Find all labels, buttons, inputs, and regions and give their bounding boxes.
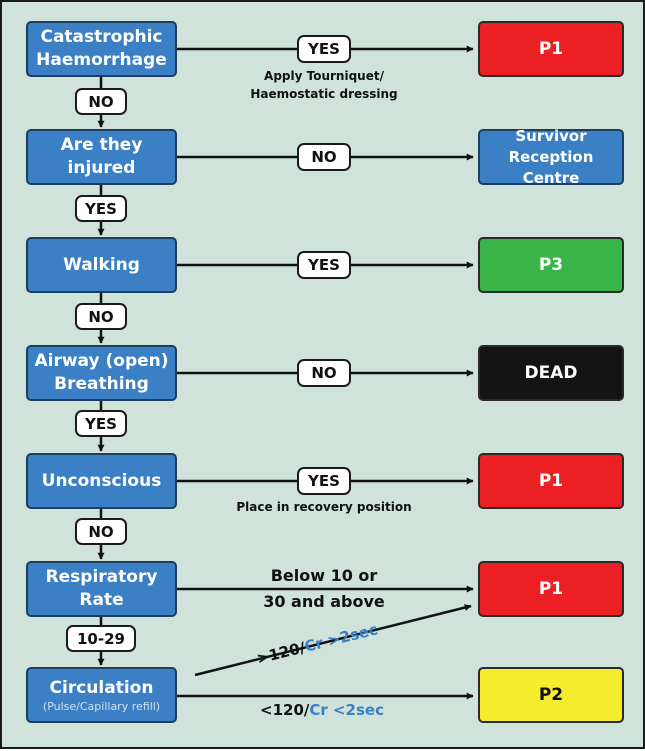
recovery-text: Place in recovery position: [236, 500, 412, 514]
p1-haemorrhage-label: P1: [538, 38, 564, 59]
respiratory-line2: Rate: [79, 590, 124, 610]
answer-respiratory-normal: 10-29: [66, 625, 136, 652]
p3-label: P3: [538, 254, 564, 275]
answer-unconscious-no: NO: [75, 518, 127, 545]
p1-respiratory-box: P1: [478, 561, 624, 617]
answer-unconscious-yes: YES: [297, 467, 351, 495]
catastrophic-line2: Haemorrhage: [36, 50, 167, 70]
p1-unconscious-box: P1: [478, 453, 624, 509]
p2-box: P2: [478, 667, 624, 723]
rate-line2: 30 and above: [263, 592, 385, 611]
p1-haemorrhage-box: P1: [478, 21, 624, 77]
p1-respiratory-label: P1: [538, 578, 564, 599]
dead-label: DEAD: [524, 362, 578, 383]
answer-airway-no: NO: [297, 359, 351, 387]
tourniquet-line2: Haemostatic dressing: [250, 87, 398, 101]
respiratory-rate-box: Respiratory Rate: [26, 561, 177, 617]
respiratory-rate-note: Below 10 or 30 and above: [224, 563, 424, 615]
survivor-line1: Survivor: [515, 126, 587, 145]
p3-box: P3: [478, 237, 624, 293]
answer-injured-yes: YES: [75, 195, 127, 222]
survivor-reception-box: Survivor Reception Centre: [478, 126, 624, 187]
answer-walking-no: NO: [75, 303, 127, 330]
answer-catastrophic-yes: YES: [297, 35, 351, 63]
walking-line1: Walking: [63, 254, 140, 275]
injured-line2: injured: [67, 158, 136, 178]
circ-low-cr: Cr <2sec: [309, 701, 384, 719]
connector-diagonal: [194, 604, 472, 677]
airway-line2: Breathing: [54, 374, 149, 394]
unconscious-box: Unconscious: [26, 453, 177, 509]
tourniquet-note: Apply Tourniquet/ Haemostatic dressing: [224, 67, 424, 103]
respiratory-line1: Respiratory: [45, 567, 158, 587]
circulation-box: Circulation (Pulse/Capillary refill): [26, 667, 177, 723]
injured-box: Are they injured: [26, 129, 177, 185]
answer-injured-no: NO: [297, 143, 351, 171]
circulation-low-note: <120/Cr <2sec: [260, 701, 384, 719]
catastrophic-haemorrhage-box: Catastrophic Haemorrhage: [26, 21, 177, 77]
airway-breathing-box: Airway (open) Breathing: [26, 345, 177, 401]
tourniquet-line1: Apply Tourniquet/: [264, 69, 384, 83]
rate-line1: Below 10 or: [270, 566, 378, 585]
walking-box: Walking: [26, 237, 177, 293]
circulation-line1: Circulation: [49, 678, 154, 698]
dead-box: DEAD: [478, 345, 624, 401]
answer-airway-yes: YES: [75, 410, 127, 437]
unconscious-line1: Unconscious: [41, 470, 162, 491]
recovery-note: Place in recovery position: [214, 498, 434, 516]
p2-label: P2: [538, 684, 564, 705]
circulation-sub: (Pulse/Capillary refill): [42, 700, 161, 713]
circ-low-pulse: <120/: [260, 701, 310, 719]
answer-catastrophic-no: NO: [75, 88, 127, 115]
p1-unconscious-label: P1: [538, 470, 564, 491]
airway-line1: Airway (open): [34, 351, 169, 371]
answer-walking-yes: YES: [297, 251, 351, 279]
injured-line1: Are they: [60, 135, 143, 155]
catastrophic-line1: Catastrophic: [40, 27, 163, 47]
survivor-line2: Reception Centre: [508, 147, 594, 187]
